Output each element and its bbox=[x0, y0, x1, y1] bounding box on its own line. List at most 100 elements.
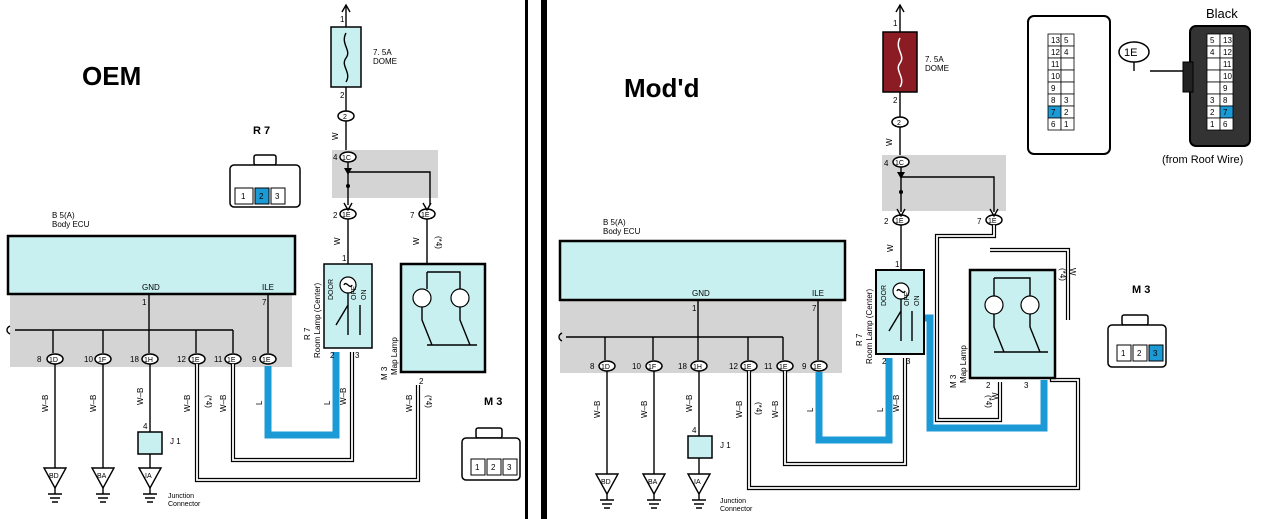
r7-pin-2: 2 bbox=[259, 192, 264, 201]
mod-bc-id-1: 1F bbox=[648, 364, 656, 371]
wb-label-0: W–B bbox=[41, 395, 50, 412]
roof-pin-cell bbox=[1219, 117, 1234, 131]
mod-ground-ba bbox=[641, 473, 667, 496]
arrow-icon-1e-left bbox=[343, 202, 353, 212]
mod-bc-pin-0: 8 bbox=[590, 362, 595, 371]
bc-pin-5: 9 bbox=[252, 355, 257, 364]
bc-id-0: 1D bbox=[49, 357, 58, 364]
roof-connector-color: Black bbox=[1206, 6, 1238, 21]
oem-panel: OEM 1 7. 5A DOME 2 2 W 4 1C 2 1E 7 1E W bbox=[6, 3, 521, 508]
connector-1e-right-label: 1E bbox=[421, 212, 430, 219]
j1-ref: J 1 bbox=[170, 437, 181, 446]
room-lamp-name: Room Lamp (Center) bbox=[313, 283, 322, 358]
mod-wire-label-l: L bbox=[806, 407, 815, 412]
wire-label-l: L bbox=[255, 400, 264, 405]
bc-id-2: 1H bbox=[144, 357, 153, 364]
roof-pin-label: 11 bbox=[1223, 60, 1232, 69]
roof-pin-label: 7 bbox=[1223, 108, 1228, 117]
bc-id-4: 1E bbox=[227, 357, 236, 364]
star4-label-b: (*4) bbox=[204, 395, 213, 408]
m3-pin-3: 3 bbox=[507, 463, 512, 472]
roof-pin-cell bbox=[1060, 81, 1075, 95]
roof-pin-cell bbox=[1060, 117, 1075, 131]
ecu-ile-label: ILE bbox=[262, 283, 274, 292]
map-lamp-name: Map Lamp bbox=[390, 337, 399, 375]
mod-map-lamp-ref: M 3 bbox=[949, 374, 958, 388]
mod-junction-name: Junction bbox=[720, 498, 746, 505]
junction-name: Junction bbox=[168, 493, 194, 500]
mod-star4-label-c: (*4) bbox=[984, 395, 993, 408]
ecu-gnd-label: GND bbox=[142, 283, 160, 292]
mod-body-ecu-box bbox=[558, 239, 847, 302]
roof-pin-label: 7 bbox=[1051, 108, 1056, 117]
mod-grounds: BD BA IA bbox=[594, 473, 712, 509]
mod-star4-label-b: (*4) bbox=[754, 402, 763, 415]
mod-ground-ba-label: BA bbox=[648, 479, 658, 486]
roof-pin-label: 11 bbox=[1051, 60, 1060, 69]
room-lamp-pin1: 1 bbox=[342, 254, 347, 263]
mod-panel: Mod'd 1 7. 5A DOME 2 2 W 4 1C 2 1E 7 1E … bbox=[558, 3, 1251, 513]
mod-blue-wire-a bbox=[815, 358, 893, 444]
roof-connector-id: 1E bbox=[1124, 47, 1137, 59]
ecu-ref: B 5(A) bbox=[52, 211, 75, 220]
ground-symbol-icon bbox=[48, 488, 62, 503]
mod-wire-label-l2: L bbox=[876, 407, 885, 412]
r7-connector-label: R 7 bbox=[253, 125, 270, 137]
mod-room-lamp-pin3: 3 bbox=[906, 357, 911, 366]
mod-wb-label-3: W–B bbox=[735, 401, 744, 418]
mod-room-lamp-door: DOOR bbox=[881, 285, 888, 306]
j1-pin: 4 bbox=[143, 422, 148, 431]
ground-ia-label: IA bbox=[145, 473, 152, 480]
mod-room-lamp-pin2: 2 bbox=[882, 357, 887, 366]
fuse-name: DOME bbox=[373, 57, 397, 66]
mod-m3-connector: 1 2 3 bbox=[1107, 314, 1167, 368]
roof-pin-label: 13 bbox=[1223, 36, 1232, 45]
wb-label-2: W–B bbox=[136, 388, 145, 405]
room-lamp-switch bbox=[335, 293, 361, 335]
mod-fuse-rating: 7. 5A bbox=[925, 55, 944, 64]
room-lamp-pin2: 2 bbox=[330, 351, 335, 360]
panel-divider bbox=[541, 0, 547, 519]
ground-ba-label: BA bbox=[97, 473, 107, 480]
mod-ecu-gnd-pin: 1 bbox=[692, 304, 697, 313]
roof-pin-label: 12 bbox=[1223, 48, 1232, 57]
mod-ground-ia bbox=[686, 473, 712, 496]
m3-connector-label: M 3 bbox=[484, 396, 502, 408]
mod-bc-id-0: 1D bbox=[601, 364, 610, 371]
blue-wire bbox=[264, 352, 340, 439]
bc-pin-0: 8 bbox=[37, 355, 42, 364]
map-lamp bbox=[399, 262, 487, 374]
connector-1e-left-label: 1E bbox=[342, 212, 351, 219]
mod-title: Mod'd bbox=[624, 73, 700, 103]
bc-id-5: 1E bbox=[262, 357, 271, 364]
ground-ba bbox=[90, 467, 116, 490]
mod-wb-label-1: W–B bbox=[640, 401, 649, 418]
mod-feed-arrow-icon bbox=[895, 3, 905, 13]
mod-map-lamp-pin3: 3 bbox=[1024, 381, 1029, 390]
ground-symbol-icon bbox=[692, 494, 706, 509]
roof-pin-label: 10 bbox=[1223, 72, 1232, 81]
bc-pin-1: 10 bbox=[84, 355, 93, 364]
ground-symbol-icon bbox=[647, 494, 661, 509]
mod-bc-pin-1: 10 bbox=[632, 362, 641, 371]
roof-pin-label: 2 bbox=[1210, 108, 1215, 117]
roof-pin-label: 8 bbox=[1051, 96, 1056, 105]
map-lamp-ref: M 3 bbox=[380, 366, 389, 380]
ground-symbol-icon bbox=[143, 488, 157, 503]
map-lamp-switches bbox=[421, 271, 477, 346]
roof-connector-from: (from Roof Wire) bbox=[1162, 154, 1243, 166]
junction-j1 bbox=[137, 431, 163, 455]
junction-dot bbox=[346, 184, 350, 188]
mod-j1-pin: 4 bbox=[692, 426, 697, 435]
roof-pin-label: 10 bbox=[1051, 72, 1060, 81]
mod-room-lamp-on: ON bbox=[914, 296, 921, 307]
roof-pin-label: 12 bbox=[1051, 48, 1060, 57]
mod-wb-label-5: W–B bbox=[892, 395, 901, 412]
connector-2-label: 2 bbox=[343, 114, 347, 121]
mod-connector-1e-left-label: 1E bbox=[895, 218, 904, 225]
mod-map-lamp-bulb-right-icon bbox=[1020, 295, 1040, 315]
map-lamp-bulb-left-icon bbox=[412, 288, 432, 308]
mod-bc-pin-5: 9 bbox=[802, 362, 807, 371]
